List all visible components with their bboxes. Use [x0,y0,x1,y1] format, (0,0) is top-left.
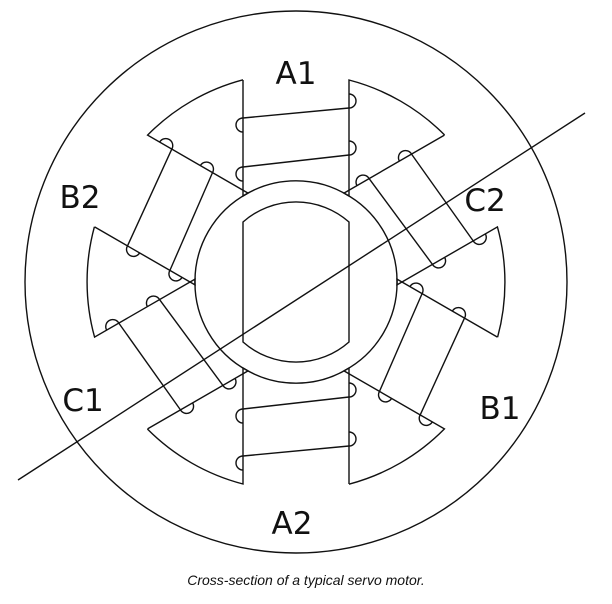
label-c1: C1 [62,383,103,419]
axis-line [17,112,586,481]
label-a2: A2 [272,506,313,542]
rotor [242,201,350,363]
coil-winding [235,93,357,182]
caption: Cross-section of a typical servo motor. [187,572,425,588]
pole-outline [242,79,446,198]
label-c2: C2 [464,183,505,219]
stator [46,51,546,513]
label-b1: B1 [480,391,521,427]
label-b2: B2 [60,180,101,216]
label-a1: A1 [276,56,317,92]
stator-outer-circle [24,10,568,554]
stator-pole [235,79,446,198]
